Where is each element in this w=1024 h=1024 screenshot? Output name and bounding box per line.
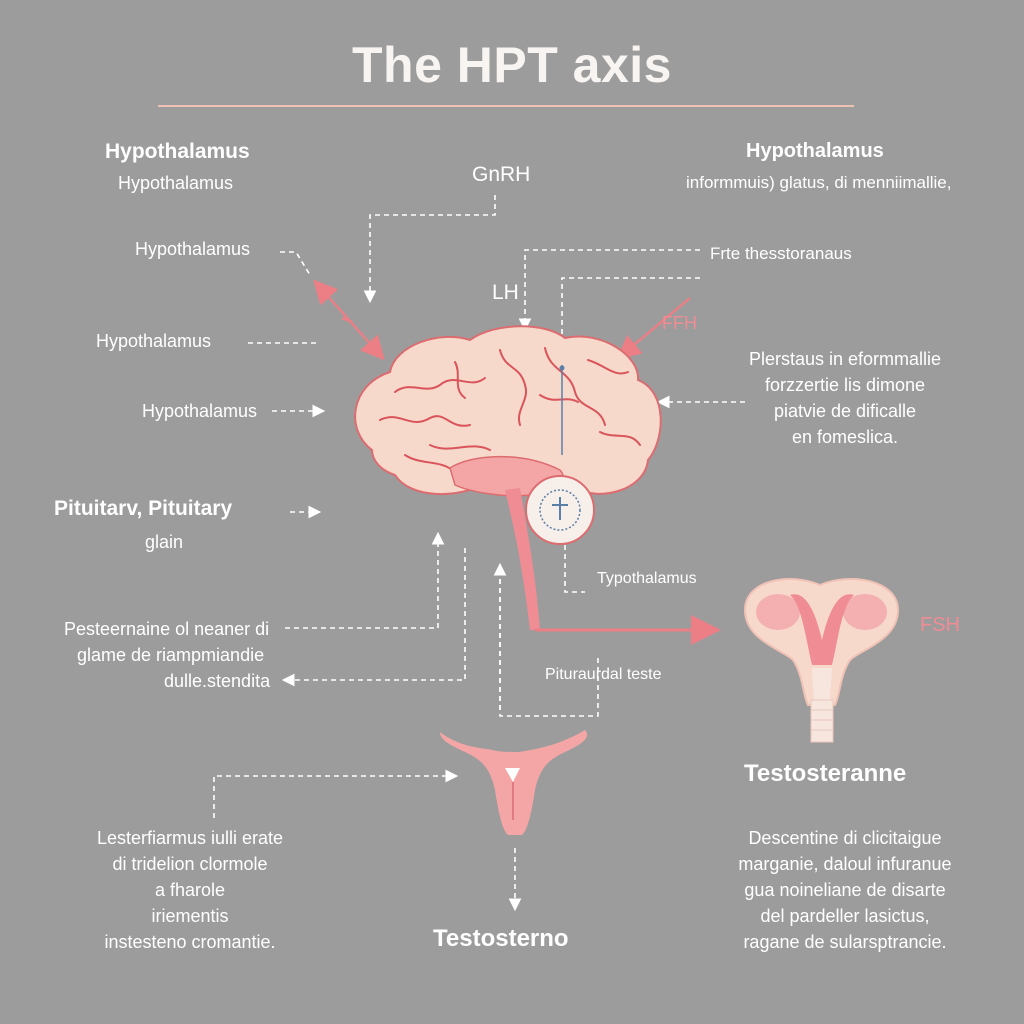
label-free-testosterone: Frte thesstoranaus: [710, 244, 852, 263]
label-gnrh: GnRH: [472, 163, 531, 186]
paragraph-left-mid: Pesteernaine ol neaner di glame de riamp…: [64, 619, 271, 691]
label-typothalamus: Typothalamus: [597, 570, 697, 587]
paragraph-right-mid: Plerstaus in eformmallie forzzertie lis …: [748, 349, 942, 447]
label-fsh-right: FSH: [920, 614, 960, 636]
connector-lines: [213, 195, 745, 912]
pink-arrows: [313, 279, 691, 361]
label-hypothalamus-arrow-1: Hypothalamus: [135, 239, 251, 259]
label-right-subtitle: inform​muis) glatus, di menniimallie,: [686, 173, 952, 192]
label-hypothalamus-sub-left: Hypothalamus: [118, 173, 234, 193]
label-lh: LH: [492, 281, 519, 304]
label-fsh-top: FFH: [662, 313, 697, 333]
label-hypothalamus-arrow-3: Hypothalamus: [142, 401, 258, 421]
label-pituitary-gland: glain: [145, 532, 184, 552]
label-pituitary: Pituitarv, Pituitary: [54, 497, 233, 520]
paragraph-right-bottom: Descentine di clicitaigue marganie, dalo…: [738, 828, 952, 952]
page-title: The HPT axis: [352, 37, 672, 93]
pituitary-gland-illustration: [525, 475, 595, 545]
reproductive-organ-illustration: [440, 730, 588, 835]
label-hypothalamus-head-right: Hypothalamus: [746, 140, 884, 162]
title-divider: [158, 105, 854, 107]
label-testosterone-right: Testosteranne: [744, 760, 907, 787]
label-hypothalamus-arrow-2: Hypothalamus: [96, 331, 212, 351]
label-pituitary-teste: Pituraurdal teste: [545, 666, 662, 683]
label-testosterone-bottom: Testosterno: [433, 925, 569, 952]
paragraph-left-bottom: Lesterfiarmus iulli erate di tridelion c…: [96, 828, 284, 952]
uterus-illustration: [743, 578, 900, 743]
label-hypothalamus-head-left: Hypothalamus: [105, 140, 250, 163]
